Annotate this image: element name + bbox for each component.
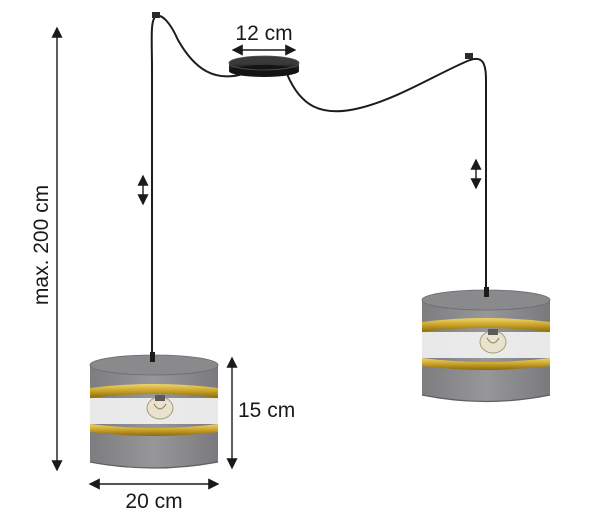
max-height-label: max. 200 cm [30,185,53,305]
ceiling-canopy [228,55,300,77]
cables [150,14,487,355]
canopy-width-dimension: 12 cm [231,22,297,56]
right-bulb-icon [479,329,507,354]
left-bulb-icon [146,395,174,420]
left-cable [150,14,244,355]
right-cable [286,57,487,295]
shade-diameter-dimension: 20 cm [88,478,220,513]
max-height-dimension: max. 200 cm [30,26,63,472]
shade-diameter-label: 20 cm [125,490,182,513]
shade-height-dimension: 15 cm [226,356,295,470]
left-lamp-shade [89,352,219,469]
right-cable-hook [465,53,473,59]
left-cable-hook [152,12,160,18]
canopy-width-label: 12 cm [235,22,292,45]
shade-height-label: 15 cm [238,399,295,422]
right-lamp-shade [421,287,551,403]
